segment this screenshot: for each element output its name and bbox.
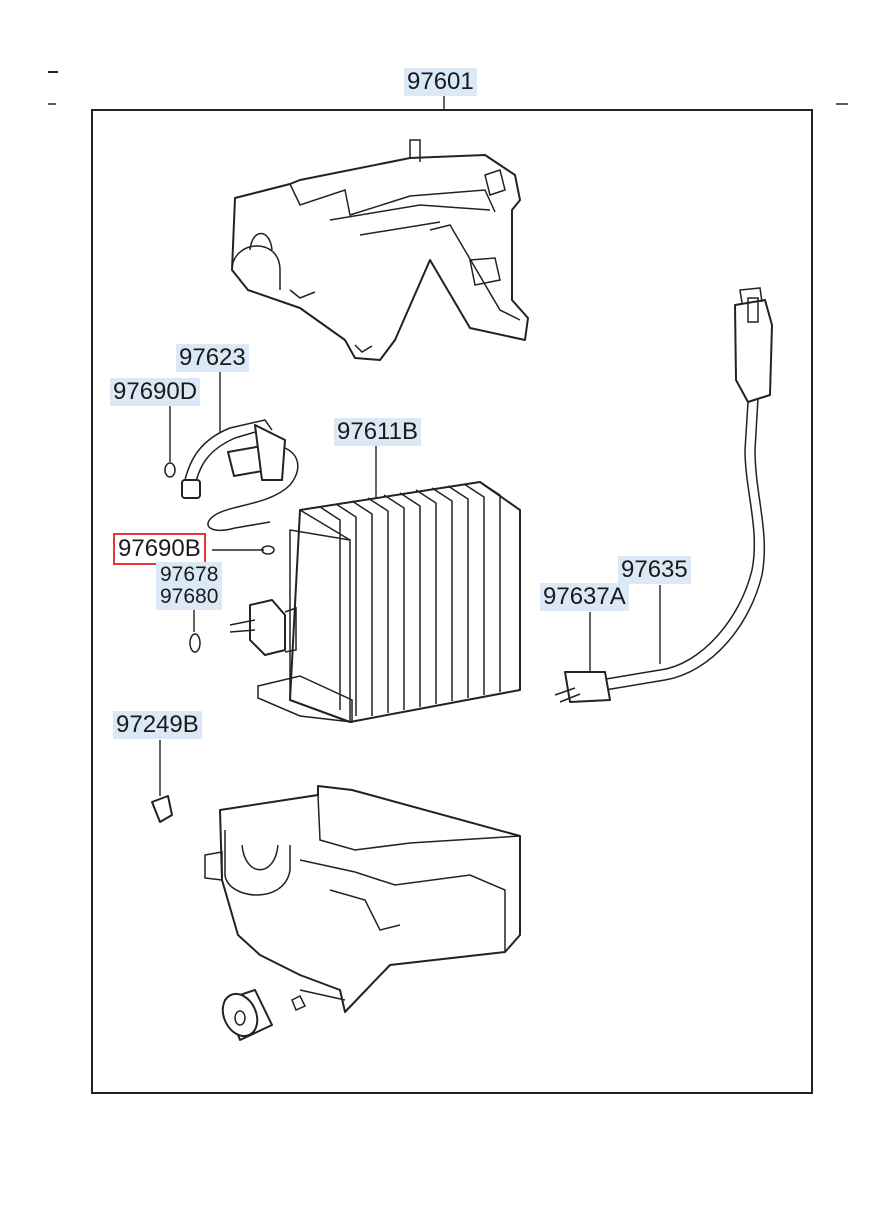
label-97623[interactable]: 97623: [176, 344, 249, 372]
label-97690d[interactable]: 97690D: [110, 378, 201, 406]
assembly-frame: [91, 109, 813, 1094]
evaporator-core: [257, 481, 521, 723]
upper-case: [231, 139, 529, 361]
label-97611b[interactable]: 97611B: [334, 418, 421, 446]
label-97680: 97680: [160, 585, 219, 608]
label-97637a[interactable]: 97637A: [540, 583, 629, 611]
lower-case: [204, 785, 521, 1013]
rubber-bushing: [221, 989, 273, 1041]
label-97690b[interactable]: 97690B: [113, 533, 206, 565]
expansion-valve: [164, 419, 299, 555]
label-97635[interactable]: 97635: [618, 556, 691, 584]
valve-fitting: [189, 599, 297, 656]
label-97678: 97678: [160, 563, 219, 586]
thermo-switch: [554, 287, 773, 703]
clip: [151, 795, 173, 823]
label-97678-97680[interactable]: 97678 97680: [156, 562, 223, 610]
label-97601[interactable]: 97601: [404, 68, 477, 96]
label-97249b[interactable]: 97249B: [113, 711, 202, 739]
